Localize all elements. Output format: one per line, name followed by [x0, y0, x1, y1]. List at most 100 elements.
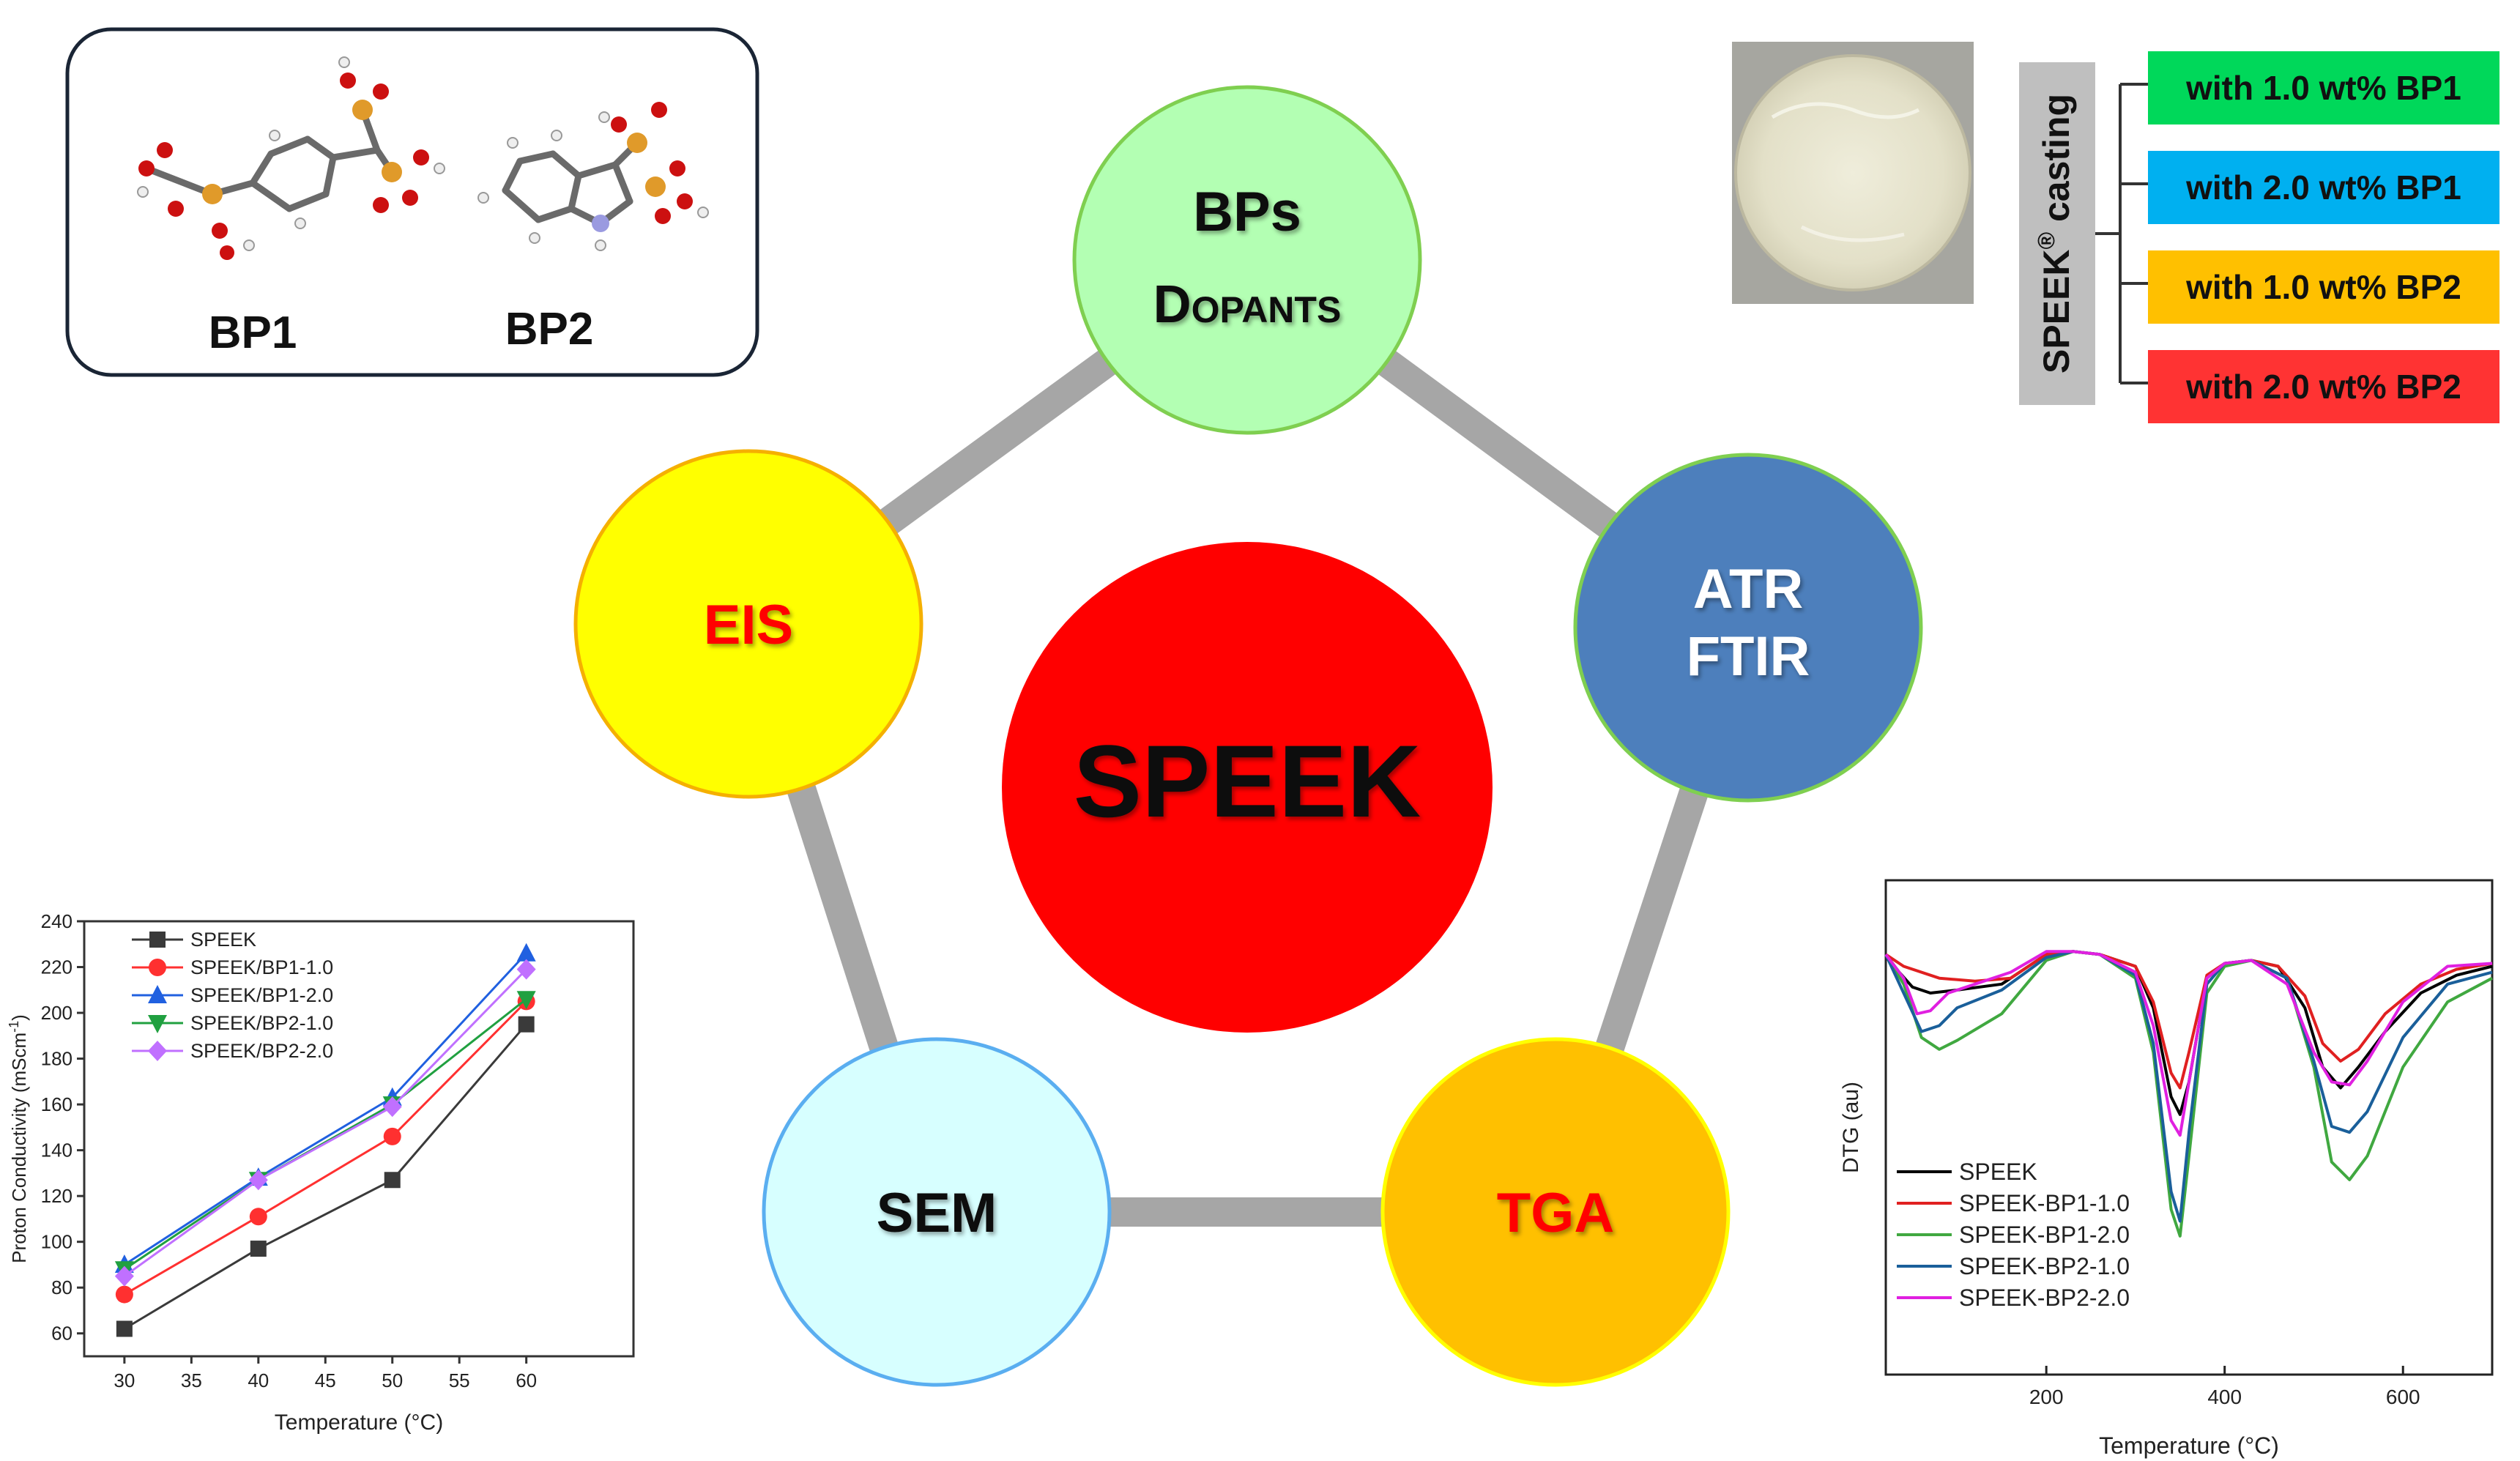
y-tick-label: 180 [41, 1048, 73, 1070]
y-tick-label: 220 [41, 956, 73, 978]
data-point [248, 1170, 268, 1191]
center-label: SPEEK [1074, 724, 1421, 839]
y-axis-label: DTG (au) [1839, 1082, 1863, 1173]
y-tick-label: 140 [41, 1140, 73, 1161]
center-circle [1002, 542, 1493, 1033]
series-SPEEK/BP2-1.0 [114, 991, 536, 1280]
legend-marker [149, 932, 166, 948]
x-tick-label: 60 [516, 1369, 537, 1391]
legend-marker [149, 959, 166, 976]
sem-label: SEM [877, 1182, 997, 1244]
node-sem: SEM [762, 1037, 1112, 1387]
node-eis: EIS [573, 449, 923, 799]
series-line [124, 1023, 527, 1330]
legend-entry: SPEEK/BP1-1.0 [132, 956, 333, 978]
casting-option-label: with 2.0 wt% BP2 [2185, 368, 2461, 406]
x-tick-label: 600 [2386, 1386, 2420, 1408]
series-line [124, 952, 527, 1266]
legend-entry: SPEEK/BP1-2.0 [132, 984, 333, 1006]
membrane-photo [1732, 42, 1974, 304]
plot-frame [83, 920, 635, 1358]
casting-panel: SPEEK® casting with 1.0 wt% BP1 with 2.0 … [2019, 51, 2499, 423]
bps-label-line2: Dopants [1153, 275, 1342, 334]
data-point [518, 1016, 535, 1033]
legend-label: SPEEK-BP2-2.0 [1959, 1285, 2130, 1311]
data-point [250, 1241, 267, 1257]
casting-label-box [2019, 62, 2095, 405]
legend-entry: SPEEK-BP1-2.0 [1897, 1222, 2130, 1248]
data-point [516, 959, 536, 980]
legend-label: SPEEK [1959, 1159, 2037, 1185]
legend-label: SPEEK/BP1-2.0 [190, 984, 333, 1006]
casting-option-label: with 1.0 wt% BP1 [2185, 69, 2461, 107]
data-point [249, 1208, 267, 1226]
legend-label: SPEEK-BP1-1.0 [1959, 1190, 2130, 1216]
casting-option-2: with 2.0 wt% BP1 [2148, 151, 2499, 224]
y-tick-label: 200 [41, 1002, 73, 1024]
node-tga: TGA [1380, 1037, 1731, 1387]
series-SPEEK-BP2-1.0 [1884, 950, 2493, 1223]
legend-entry: SPEEK [132, 929, 256, 951]
legend-entry: SPEEK/BP2-2.0 [132, 1040, 333, 1062]
legend-entry: SPEEK/BP2-1.0 [132, 1012, 333, 1034]
casting-bracket [2095, 83, 2148, 384]
casting-option-box [2148, 250, 2499, 324]
petri-highlight [1771, 102, 1920, 119]
data-point [114, 1265, 134, 1287]
legend-label: SPEEK/BP2-2.0 [190, 1040, 333, 1062]
eis-circle [573, 449, 923, 799]
petri-dish [1734, 54, 1971, 291]
y-tick-label: 100 [41, 1231, 73, 1253]
y-tick-label: 80 [51, 1276, 73, 1298]
x-axis-label: Temperature (°C) [2099, 1432, 2279, 1459]
series-line [124, 1000, 527, 1295]
series-line [124, 968, 527, 1277]
series-SPEEK-BP1-2.0 [1884, 950, 2493, 1238]
x-tick-label: 200 [2029, 1386, 2064, 1408]
series-SPEEK/BP2-2.0 [114, 959, 536, 1287]
sem-circle [762, 1037, 1112, 1387]
bp1-atoms [137, 56, 445, 260]
bp2-label: BP2 [505, 304, 594, 354]
legend-marker [148, 1041, 167, 1061]
y-tick-label: 160 [41, 1093, 73, 1115]
y-axis-label: Proton Conductivity (mScm-1) [7, 1014, 30, 1263]
casting-label: SPEEK® casting [2033, 94, 2077, 373]
tga-circle [1380, 1037, 1731, 1387]
legend-label: SPEEK/BP2-1.0 [190, 1012, 333, 1034]
node-atr-ftir: ATR FTIR [1573, 453, 1923, 803]
bps-label-line1: BPs [1193, 181, 1301, 243]
y-tick-label: 60 [51, 1323, 73, 1345]
bp1-label: BP1 [209, 308, 297, 358]
casting-option-1: with 1.0 wt% BP1 [2148, 51, 2499, 124]
tga-label: TGA [1497, 1182, 1614, 1244]
legend-marker [148, 985, 167, 1003]
legend-label: SPEEK/BP1-1.0 [190, 956, 333, 978]
legend-entry: SPEEK [1897, 1159, 2037, 1185]
plot-frame [1884, 879, 2494, 1376]
atr-label-line2: FTIR [1687, 625, 1810, 688]
data-point [516, 991, 536, 1010]
data-point [384, 1172, 401, 1189]
casting-option-label: with 2.0 wt% BP1 [2185, 168, 2461, 207]
x-tick-label: 45 [315, 1369, 336, 1391]
eis-label: EIS [704, 594, 794, 656]
data-point [383, 1127, 401, 1145]
atr-label-line1: ATR [1693, 558, 1804, 620]
legend-label: SPEEK-BP1-2.0 [1959, 1222, 2130, 1248]
casting-option-4: with 2.0 wt% BP2 [2148, 350, 2499, 423]
y-tick-label: 120 [41, 1185, 73, 1207]
bp2-atoms [477, 102, 709, 251]
data-point [382, 1096, 402, 1118]
series-SPEEK-BP2-2.0 [1884, 950, 2493, 1137]
data-point [115, 1285, 133, 1304]
y-tick-label: 240 [41, 910, 73, 932]
center-node: SPEEK [1002, 542, 1493, 1033]
x-axis-label: Temperature (°C) [275, 1410, 443, 1435]
casting-option-box [2148, 151, 2499, 224]
series-SPEEK [116, 1016, 535, 1337]
casting-option-3: with 1.0 wt% BP2 [2148, 250, 2499, 324]
